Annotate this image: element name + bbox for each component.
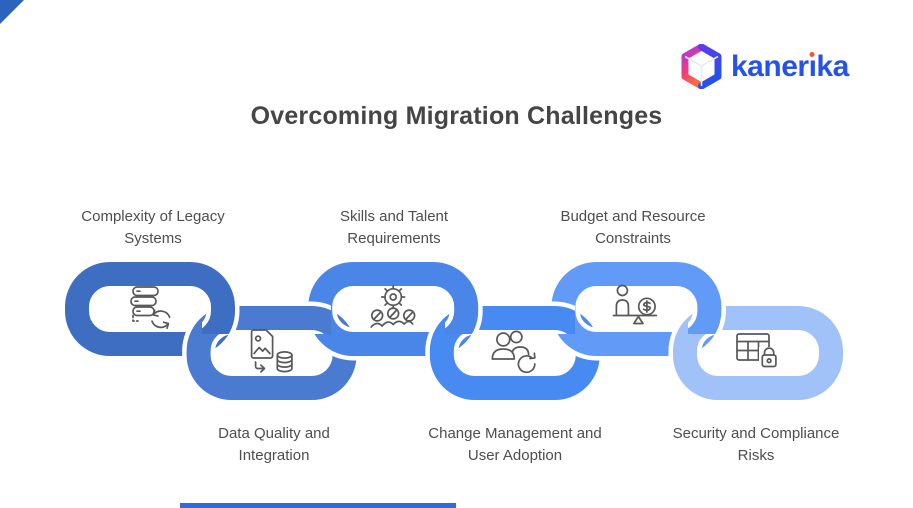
challenge-label-legacy-systems: Complexity of Legacy Systems	[81, 208, 225, 247]
logo-text-part: kaner	[731, 49, 809, 83]
chain-weave-5	[688, 290, 726, 334]
image-to-database-icon	[250, 329, 293, 373]
gear-team-icon	[370, 284, 416, 328]
challenge-label-skills-talent: Skills and Talent Requirements	[339, 208, 449, 247]
chain-link-6	[668, 301, 848, 405]
challenge-label-budget-resource: Budget and Resource Constraints	[560, 208, 706, 247]
chain-weave-3	[445, 290, 483, 334]
logo-letter-i: ı	[808, 49, 817, 83]
legacy-systems-sync-icon	[130, 286, 171, 330]
users-refresh-icon	[491, 330, 536, 374]
cube-left-edge	[681, 44, 705, 89]
challenge-label-change-management: Change Management and User Adoption	[428, 425, 602, 464]
chain-weave-1	[202, 290, 240, 334]
kanerika-logo: kanerıka	[681, 44, 849, 89]
kanerika-logo-cube-icon	[681, 44, 722, 89]
logo-text-part: ka	[816, 49, 849, 83]
chain-link-6-ring	[673, 306, 843, 400]
table-lock-icon	[736, 333, 780, 369]
person-money-balance-icon	[612, 284, 658, 325]
corner-accent	[0, 0, 24, 24]
challenge-label-data-quality: Data Quality and Integration	[218, 425, 330, 464]
footer-accent-bar	[180, 503, 456, 508]
footer-accent-rect	[180, 503, 456, 508]
kanerika-logo-text: kanerıka	[731, 49, 849, 83]
cube-inner-edges	[684, 55, 719, 86]
page-title: Overcoming Migration Challenges	[250, 102, 663, 130]
cube-right-edge	[698, 44, 722, 89]
corner-accent-triangle	[0, 0, 24, 24]
challenge-label-security-risks: Security and Compliance Risks	[672, 425, 840, 464]
